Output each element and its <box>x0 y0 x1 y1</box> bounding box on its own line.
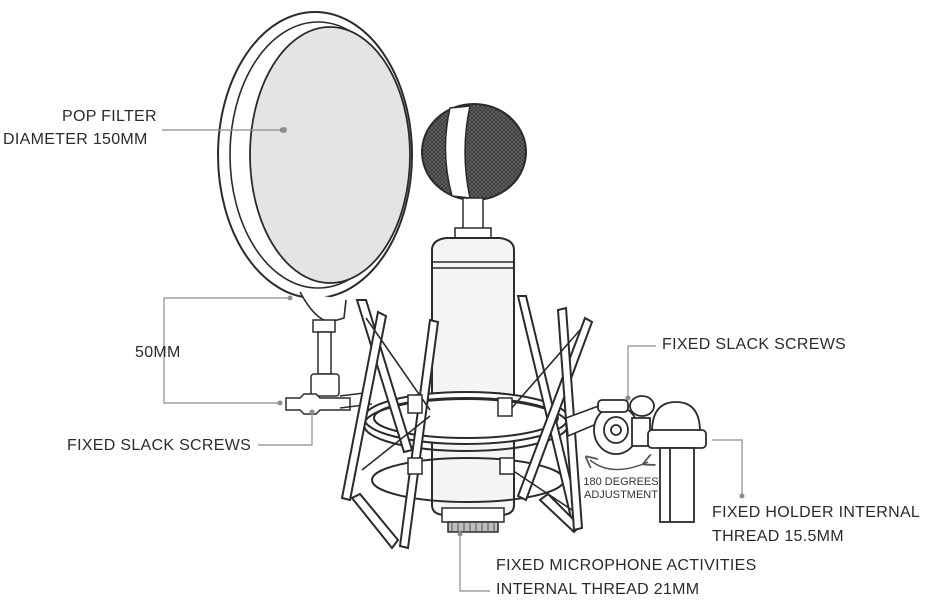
holder-post <box>647 401 707 523</box>
holder-thread-label-line2: THREAD 15.5MM <box>712 528 844 545</box>
rotation-label-line1: 180 DEGREES <box>583 476 659 488</box>
curved-double-arrow-icon <box>590 460 648 471</box>
microphone-body <box>421 103 527 533</box>
pop-filter <box>217 11 413 415</box>
fixed-slack-screws-label-right: FIXED SLACK SCREWS <box>662 336 847 353</box>
leader-dots <box>277 127 745 537</box>
holder-thread-label-line1: FIXED HOLDER INTERNAL <box>712 504 921 521</box>
pop-filter-label-line1: POP FILTER <box>62 108 157 125</box>
height-label: 50MM <box>135 344 181 361</box>
mic-thread-label-line1: FIXED MICROPHONE ACTIVITIES <box>496 557 757 574</box>
holder-hinge <box>593 395 655 455</box>
fixed-slack-screws-label-left: FIXED SLACK SCREWS <box>67 437 252 454</box>
leader-lines <box>162 129 743 592</box>
pop-filter-label-line2: DIAMETER 150MM <box>3 131 148 148</box>
mic-thread-label-line2: INTERNAL THREAD 21MM <box>496 581 700 598</box>
shock-mount <box>340 295 607 550</box>
rotation-label-line2: ADJUSTMENT <box>584 489 658 501</box>
